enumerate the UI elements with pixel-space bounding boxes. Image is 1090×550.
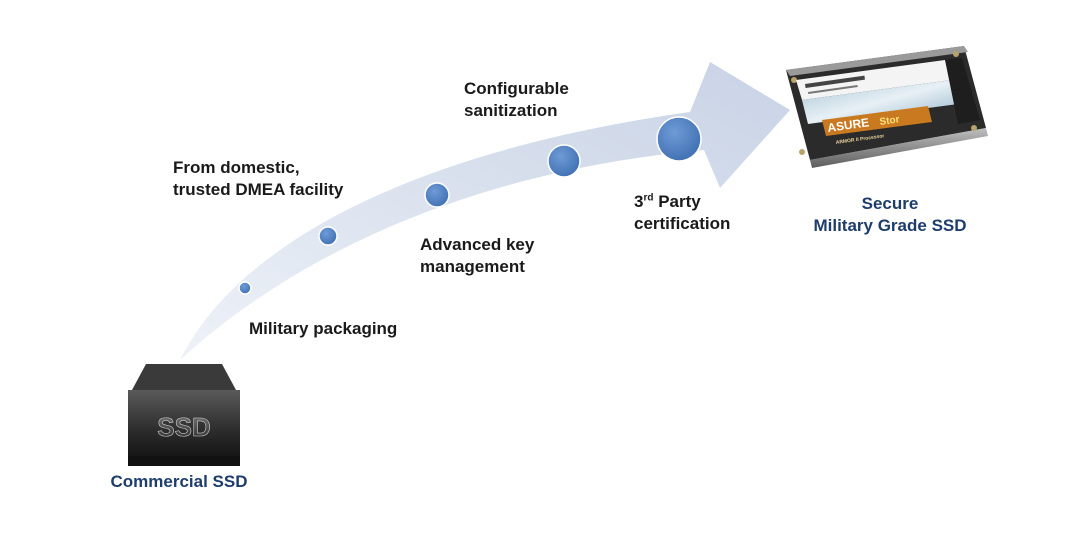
step-label-sanitization: Configurable sanitization — [464, 79, 569, 120]
step-label-dmea-facility: From domestic, trusted DMEA facility — [173, 158, 344, 199]
step-dot-1 — [238, 281, 252, 295]
progression-arrow — [180, 62, 790, 360]
drive-brand2-text: Stor — [879, 114, 900, 128]
step-label-key-management: Advanced key management — [420, 235, 535, 276]
step-label-certification: 3rd Party certification — [634, 192, 731, 233]
secure-drive-image: ASURE Stor ARMOR II Processor — [786, 46, 988, 168]
secure-ssd-label: Secure Military Grade SSD — [813, 194, 967, 235]
step-dot-4 — [547, 144, 581, 178]
step-dot-3 — [424, 182, 450, 208]
drive-brand-text: ASURE — [826, 115, 870, 135]
step-dot-2 — [318, 226, 338, 246]
step-dot-5 — [656, 116, 702, 162]
commercial-ssd-label: Commercial SSD — [110, 472, 248, 491]
step-label-military-packaging: Military packaging — [249, 319, 398, 338]
commercial-ssd-icon: SSD — [128, 364, 240, 466]
ssd-icon-text: SSD — [157, 412, 210, 442]
